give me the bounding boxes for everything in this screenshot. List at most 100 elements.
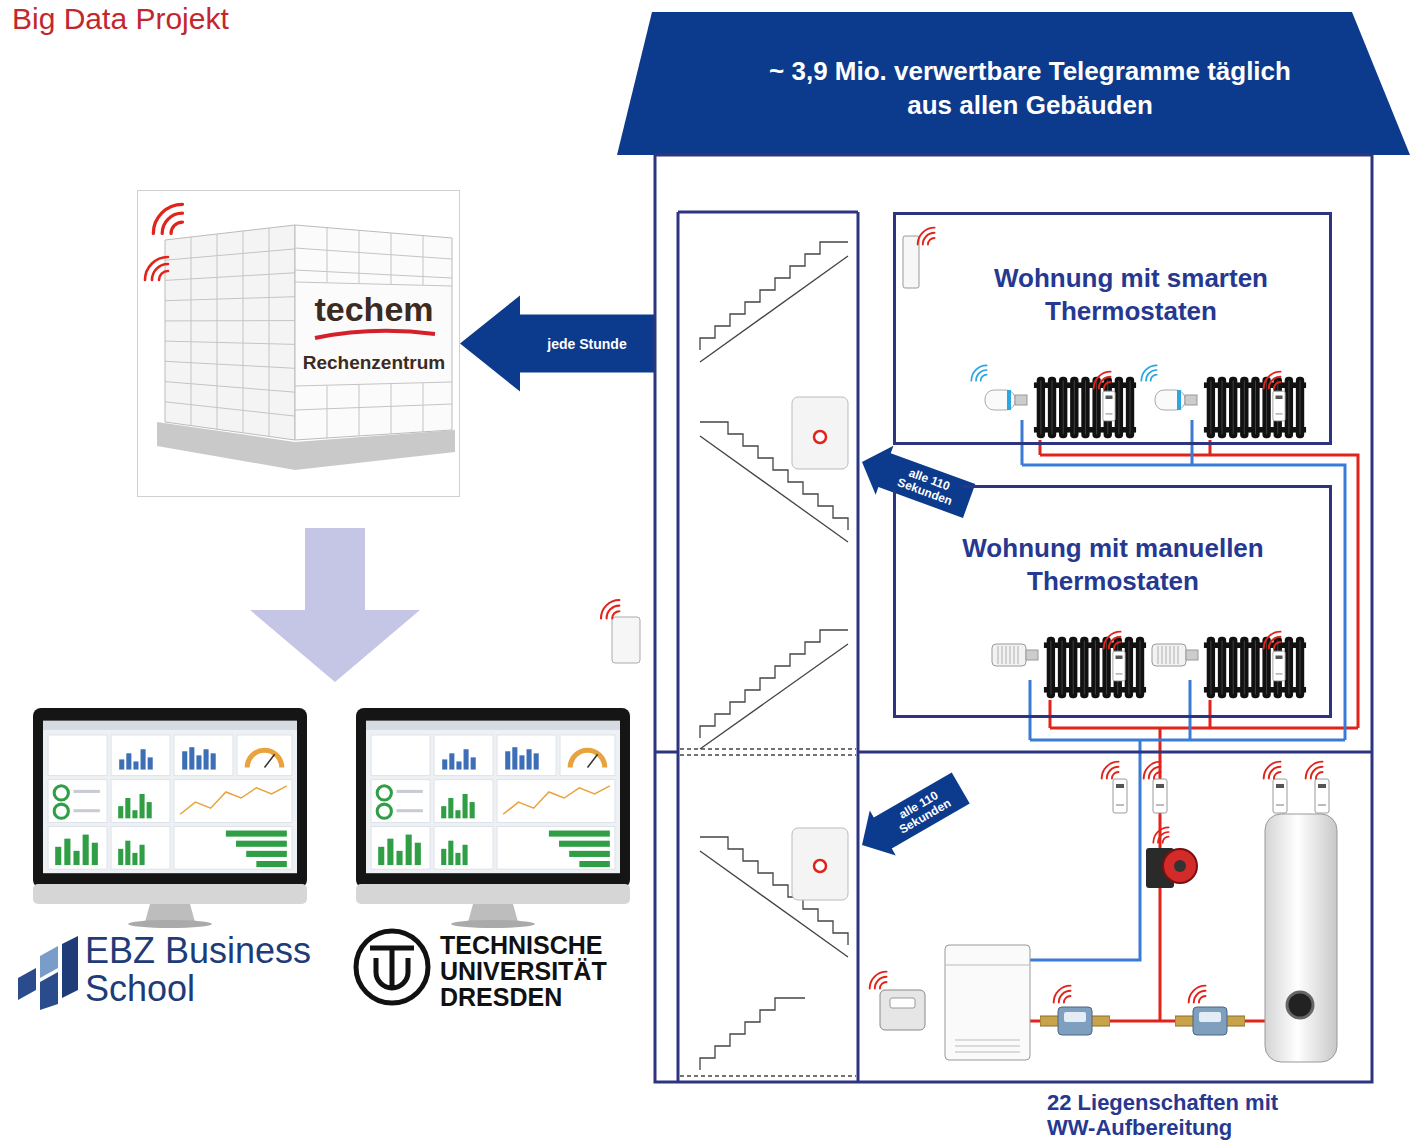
temperature-sensor — [1144, 762, 1161, 779]
temperature-sensor — [1306, 762, 1323, 779]
data-center-building — [153, 204, 182, 233]
page-title: Big Data Projekt — [12, 2, 612, 36]
building-walls — [655, 212, 1372, 1082]
data-center-building — [145, 257, 168, 280]
house-outline: ~ 3,9 Mio. verwertbare Telegramme täglic… — [655, 12, 1372, 1082]
smart-thermostat — [1141, 365, 1156, 380]
heat-cost-allocator — [1113, 651, 1125, 681]
gateway — [792, 828, 848, 900]
staircase — [700, 242, 848, 350]
radiator — [1034, 377, 1136, 438]
apartment-box: Wohnung mit smarten Thermostaten — [893, 212, 1332, 445]
data-center-building — [315, 331, 435, 338]
data-center-building — [145, 204, 455, 470]
manual-thermostat — [992, 644, 1038, 666]
heat-cost-allocator — [1104, 632, 1121, 649]
monitor — [128, 920, 212, 928]
monitor — [468, 904, 518, 922]
smart-thermostat — [971, 365, 986, 380]
heat-cost-allocator — [1103, 391, 1115, 421]
room-sensor — [903, 228, 935, 288]
circulation-pump — [1163, 849, 1197, 883]
staircase — [700, 256, 848, 362]
boiler — [945, 945, 1030, 1060]
room-sensor — [903, 236, 919, 288]
monitor — [356, 708, 630, 928]
interval-arrow — [849, 765, 974, 867]
staircase — [680, 242, 856, 1076]
outdoor-sensor — [601, 600, 640, 663]
data-center-building — [295, 228, 452, 438]
monitor — [33, 708, 307, 888]
monitor — [33, 884, 307, 904]
heat-meter — [1040, 986, 1245, 1035]
heat-cost-allocator — [1264, 372, 1281, 389]
roof-heading: ~ 3,9 Mio. verwertbare Telegramme täglic… — [755, 54, 1305, 122]
staircase — [680, 749, 856, 1076]
outdoor-sensor — [612, 617, 640, 663]
interval-arrow — [853, 438, 978, 526]
school-logo-icon — [18, 936, 78, 1010]
staircase — [700, 644, 848, 749]
room-sensor — [918, 228, 935, 245]
monitor — [356, 708, 630, 888]
school-logo-text: EBZ Business School — [85, 932, 335, 1008]
temperature-sensor — [1102, 762, 1119, 779]
arrow-head — [460, 296, 520, 392]
house-roof — [617, 12, 1410, 155]
heat-meter — [1175, 1007, 1245, 1035]
staircase — [700, 422, 848, 530]
monitor — [33, 708, 307, 928]
monitor — [145, 904, 195, 922]
temperature-sensor — [1102, 762, 1329, 813]
data-center-building — [165, 225, 295, 440]
staircase — [700, 851, 848, 957]
school-logo-icon — [62, 936, 78, 998]
temperature-sensor — [1315, 779, 1329, 813]
university-seal — [370, 948, 414, 988]
boiler — [945, 945, 1030, 1060]
apartment-title: Wohnung mit smarten Thermostaten — [971, 262, 1291, 328]
boiler — [945, 965, 1030, 1052]
staircase — [700, 630, 848, 738]
smart-thermostat — [985, 390, 1027, 410]
temperature-sensor — [1113, 779, 1127, 813]
school-logo-icon — [40, 946, 58, 978]
school-logo-icon — [40, 972, 58, 1010]
building-walls — [655, 212, 1372, 1082]
storage-tank — [1287, 992, 1313, 1018]
data-center-building — [295, 225, 452, 440]
gateway — [792, 397, 848, 469]
interval-arrow — [849, 765, 974, 867]
data-center-frame: techemRechenzentrum — [137, 190, 460, 497]
storage-tank — [1265, 814, 1337, 1062]
data-center-building — [157, 422, 455, 470]
university-seal — [356, 931, 428, 1003]
property-note: 22 Liegenschaften mit WW-Aufbereitung — [1047, 1090, 1307, 1140]
outdoor-sensor — [601, 600, 619, 618]
heat-meter — [1054, 986, 1071, 1003]
gateway — [792, 828, 848, 900]
company-logo-text: techem — [298, 289, 450, 329]
university-seal — [356, 931, 428, 1003]
school-logo-icon — [18, 968, 36, 1000]
arrow-shaft — [519, 315, 655, 373]
monitor — [451, 920, 535, 928]
staircase — [700, 998, 805, 1070]
gas-meter — [870, 972, 925, 1030]
monitor — [43, 721, 297, 873]
gateway — [814, 860, 826, 872]
heat-meter — [1040, 1007, 1110, 1035]
heat-cost-allocator — [1264, 632, 1281, 649]
temperature-sensor — [1264, 762, 1281, 779]
heat-cost-allocator — [1273, 391, 1285, 421]
heat-cost-allocator — [1094, 372, 1111, 389]
university-logo-text: TECHNISCHE UNIVERSITÄT DRESDEN — [440, 932, 640, 1010]
radiator — [1204, 637, 1306, 698]
smart-thermostat — [971, 365, 1197, 410]
radiator — [1044, 637, 1146, 698]
house-wall — [655, 155, 1372, 1082]
building-label: Rechenzentrum — [298, 351, 450, 375]
temperature-sensor — [1153, 779, 1167, 813]
